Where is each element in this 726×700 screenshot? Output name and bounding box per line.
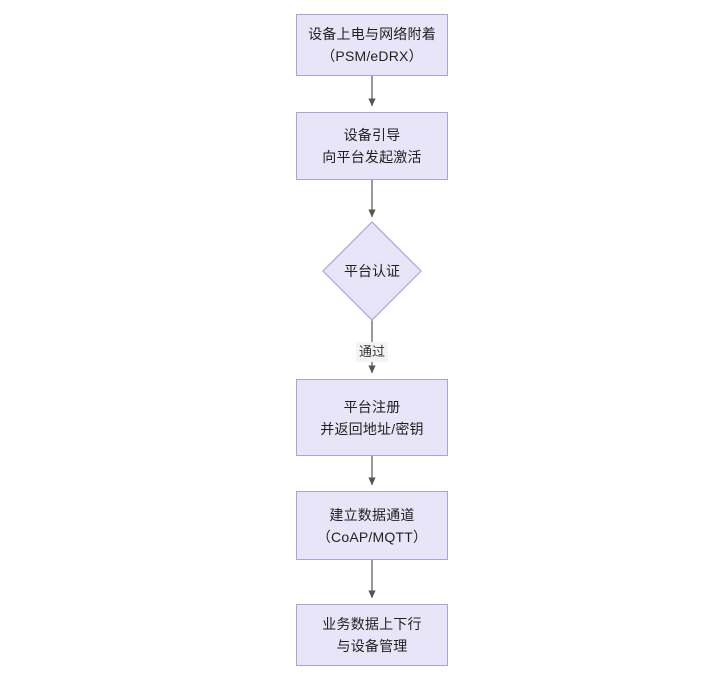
node-platform-auth-label: 平台认证: [344, 263, 400, 279]
node-power-on-line1: 设备上电与网络附着: [308, 26, 436, 42]
edge-label-pass: 通过: [355, 342, 389, 362]
node-platform-register[interactable]: 平台注册 并返回地址/密钥: [296, 379, 448, 456]
node-data-channel-line1: 建立数据通道: [329, 506, 415, 523]
diamond-shape: [322, 221, 422, 321]
node-platform-auth[interactable]: 平台认证: [322, 221, 422, 321]
node-data-channel[interactable]: 建立数据通道 （CoAP/MQTT）: [296, 491, 448, 560]
node-business-data[interactable]: 业务数据上下行 与设备管理: [296, 604, 448, 666]
node-power-on[interactable]: 设备上电与网络附着 （PSM/eDRX）: [296, 14, 448, 76]
node-platform-register-line2: 并返回地址/密钥: [320, 420, 424, 437]
node-bootstrap-line2: 向平台发起激活: [322, 149, 422, 165]
node-business-data-line2: 与设备管理: [336, 638, 408, 654]
node-bootstrap[interactable]: 设备引导 向平台发起激活: [296, 112, 448, 180]
node-data-channel-line2: （CoAP/MQTT）: [316, 528, 428, 545]
node-platform-register-line1: 平台注册: [343, 398, 401, 415]
node-business-data-line1: 业务数据上下行: [322, 616, 422, 632]
node-bootstrap-line1: 设备引导: [343, 127, 401, 143]
node-power-on-line2: （PSM/eDRX）: [321, 48, 423, 64]
